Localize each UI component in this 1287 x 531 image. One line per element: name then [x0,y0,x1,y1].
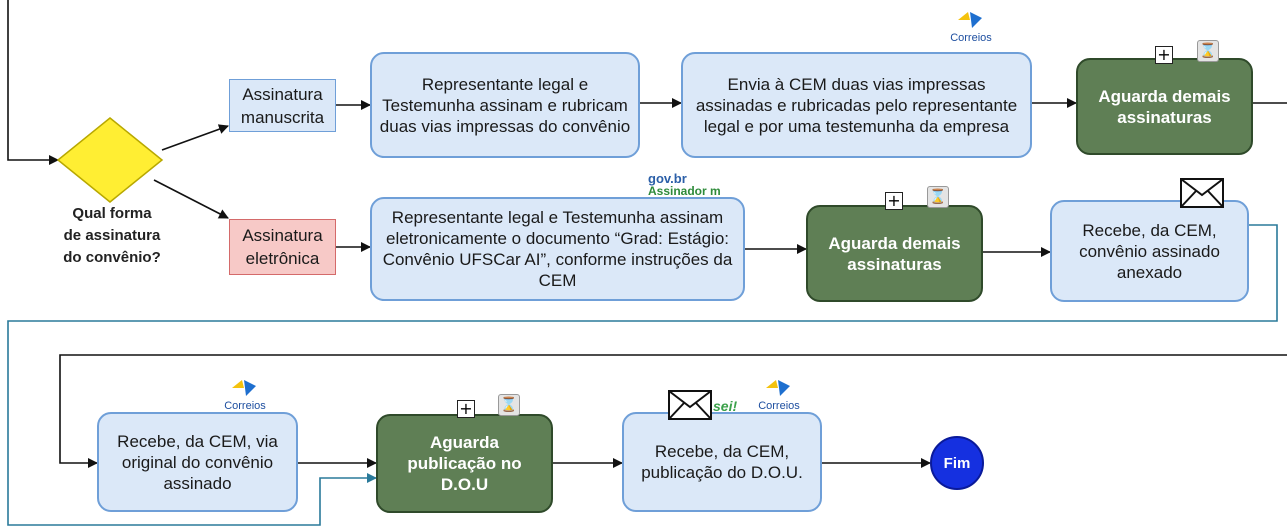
task-assinam-rubricam[interactable]: Representante legal e Testemunha assinam… [370,52,640,158]
correios-logo: Correios [748,378,810,412]
question-line-3: do convênio? [63,249,161,266]
sei-text: sei! [713,398,738,414]
gateway-diamond [56,117,164,203]
task-4-label: Recebe, da CEM, convênio assinado anexad… [1079,220,1220,282]
flow-row1-t5-loop [59,354,1287,468]
govbr-assinador-logo: gov.br Assinador m [648,172,721,198]
wait-2-label: Aguarda demais assinaturas [828,233,961,274]
task-recebe-via-original[interactable]: Recebe, da CEM, via original do convênio… [97,412,298,512]
tag-manual-line-1: Assinatura [242,84,323,104]
flow-gateway-manual [161,124,229,151]
plus-icon[interactable]: + [885,192,903,210]
correios-logo: Correios [940,10,1002,44]
tag-eletronica-line-2: eletrônica [245,249,320,268]
flow-into-gateway [7,0,59,165]
correios-text: Correios [950,32,992,44]
correios-logo: Correios [214,378,276,412]
hourglass-icon: ⌛ [927,186,949,208]
correios-text: Correios [224,400,266,412]
flow-t4-w3-loop [7,224,1278,526]
envelope-icon [1180,178,1224,208]
govbr-text: gov.br [648,171,687,186]
wait-publicacao-dou[interactable]: Aguarda publicação no D.O.U [376,414,553,513]
question-line-2: de assinatura [63,227,161,244]
wait-demais-assinaturas-1[interactable]: Aguarda demais assinaturas [1076,58,1253,155]
task-6-label: Recebe, da CEM, publicação do D.O.U. [641,442,803,482]
task-3-label: Representante legal e Testemunha assinam… [382,208,733,290]
task-5-label: Recebe, da CEM, via original do convênio… [117,431,278,493]
envelope-icon [668,390,712,420]
tag-assinatura-eletronica[interactable]: Assinatura eletrônica [229,219,336,275]
sei-logo: sei! [713,398,737,414]
plus-icon[interactable]: + [457,400,475,418]
task-recebe-publicacao[interactable]: Recebe, da CEM, publicação do D.O.U. [622,412,822,512]
wait-demais-assinaturas-2[interactable]: Aguarda demais assinaturas [806,205,983,302]
task-envia-cem[interactable]: Envia à CEM duas vias impressas assinada… [681,52,1032,158]
tag-eletronica-line-1: Assinatura [242,226,323,245]
plus-icon[interactable]: + [1155,46,1173,64]
correios-text: Correios [758,400,800,412]
tag-manual-line-2: manuscrita [240,107,325,127]
tag-assinatura-manuscrita[interactable]: Assinatura manuscrita [229,79,336,132]
end-label: Fim [943,454,971,472]
flow-gateway-eletronica [153,179,229,219]
wait-3-label: Aguarda publicação no D.O.U [407,433,522,494]
task-1-label: Representante legal e Testemunha assinam… [379,74,631,136]
task-2-label: Envia à CEM duas vias impressas assinada… [695,74,1018,136]
assinador-text: Assinador m [648,184,721,198]
task-assinam-eletronicamente[interactable]: Representante legal e Testemunha assinam… [370,197,745,301]
end-event[interactable]: Fim [930,436,984,490]
wait-1-label: Aguarda demais assinaturas [1098,86,1231,127]
question-line-1: Qual forma [72,205,152,222]
task-recebe-convenio-anexado[interactable]: Recebe, da CEM, convênio assinado anexad… [1050,200,1249,302]
gateway-question: Qual forma de assinatura do convênio? [52,203,172,269]
hourglass-icon: ⌛ [1197,40,1219,62]
hourglass-icon: ⌛ [498,394,520,416]
